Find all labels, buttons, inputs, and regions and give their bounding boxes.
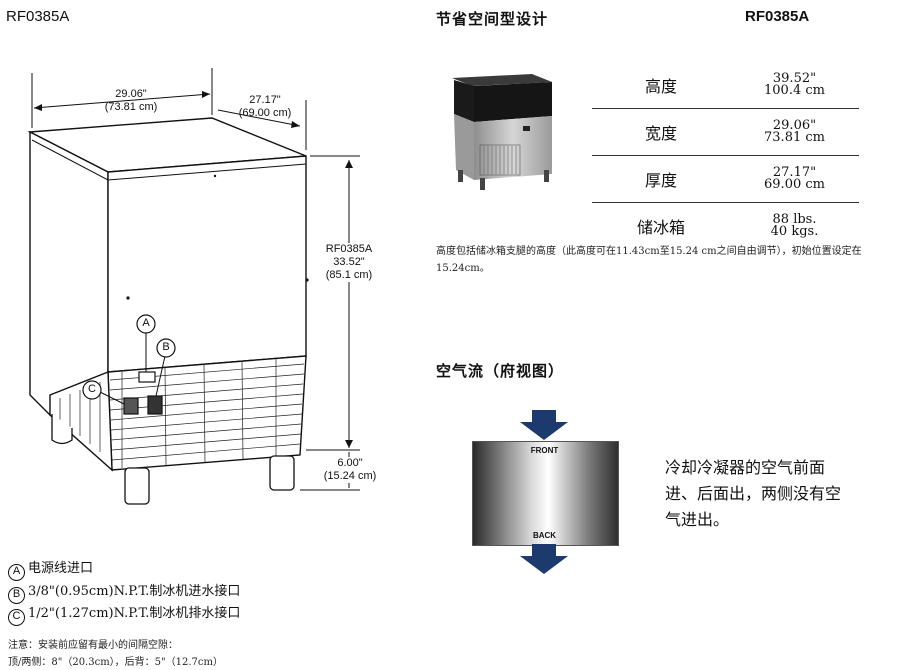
depth-cm: (69.00 cm) <box>238 107 292 119</box>
legend-c-text: 1/2"(1.27cm)N.P.T.制冰机排水接口 <box>28 606 241 621</box>
legend-b-circle: B <box>8 587 25 604</box>
spec-value: 29.06"73.81 cm <box>730 108 859 156</box>
height-inches: 33.52" <box>333 256 365 268</box>
width-cm: (73.81 cm) <box>104 101 158 113</box>
section-title-space-saving: 节省空间型设计 <box>436 10 549 28</box>
callout-b-letter: B <box>162 341 170 353</box>
height-dimension-label: RF0385A 33.52" (85.1 cm) <box>316 243 382 282</box>
airflow-back-label: BACK <box>532 531 557 540</box>
callout-b-circle <box>156 338 176 358</box>
depth-dimension-label: 27.17" (69.00 cm) <box>228 94 302 120</box>
spec-row-width: 宽度 29.06"73.81 cm <box>592 108 859 156</box>
leg-dimension-label: 6.00" (15.24 cm) <box>315 457 385 483</box>
width-inches: 29.06" <box>115 88 147 100</box>
spec-label: 厚度 <box>592 155 730 203</box>
callout-c-letter: C <box>88 383 96 395</box>
airflow-description: 冷却冷凝器的空气前面进、后面出，两侧没有空气进出。 <box>665 458 842 529</box>
spec-label: 宽度 <box>592 108 730 156</box>
leg-inches: 6.00" <box>337 457 363 469</box>
height-note: 高度包括储冰箱支腿的高度（此高度可在11.43cm至15.24 cm之间自由调节… <box>436 246 862 274</box>
callout-a-letter: A <box>142 317 150 329</box>
width-dimension-label: 29.06" (73.81 cm) <box>92 88 170 114</box>
airflow-out-arrow-icon <box>520 544 568 574</box>
legend-a-text: 电源线进口 <box>28 561 94 576</box>
clearance-note-line1: 注意：安装前应留有最小的间隔空隙： <box>8 640 178 651</box>
ice-machine-photo <box>452 74 552 190</box>
legend-b-text: 3/8"(0.95cm)N.P.T.制冰机进水接口 <box>28 584 241 599</box>
clearance-note-line2: 顶/两侧：8"（20.3cm），后背：5"（12.7cm） <box>8 657 223 668</box>
height-cm: (85.1 cm) <box>325 269 373 281</box>
spec-value: 88 lbs.40 kgs. <box>770 212 819 239</box>
spec-value: 27.17"69.00 cm <box>730 155 859 203</box>
spec-row-height: 高度 39.52"100.4 cm <box>592 62 859 109</box>
callout-a-circle <box>136 314 156 334</box>
model-number-right: RF0385A <box>745 8 810 25</box>
airflow-title: 空气流（府视图） <box>436 362 565 380</box>
spec-table: 高度 39.52"100.4 cm 宽度 29.06"73.81 cm 厚度 2… <box>592 62 859 249</box>
depth-inches: 27.17" <box>249 94 281 106</box>
leg-cm: (15.24 cm) <box>323 470 377 482</box>
callout-c-circle <box>82 380 102 400</box>
ice-machine-drawing <box>27 68 360 505</box>
legend-c-circle: C <box>8 609 25 626</box>
spec-label: 高度 <box>592 62 730 109</box>
airflow-in-arrow-icon <box>520 410 568 440</box>
spec-value: 39.52"100.4 cm <box>730 62 859 109</box>
legend-a-circle: A <box>8 564 25 581</box>
height-model: RF0385A <box>325 243 373 255</box>
model-number-left: RF0385A <box>6 8 70 25</box>
spec-label: 储冰箱 <box>636 218 685 237</box>
spec-row-storage: 储冰箱 88 lbs.40 kgs. <box>592 203 859 250</box>
spec-row-depth: 厚度 27.17"69.00 cm <box>592 155 859 203</box>
airflow-top-view-box <box>472 441 619 546</box>
airflow-front-label: FRONT <box>530 446 559 455</box>
